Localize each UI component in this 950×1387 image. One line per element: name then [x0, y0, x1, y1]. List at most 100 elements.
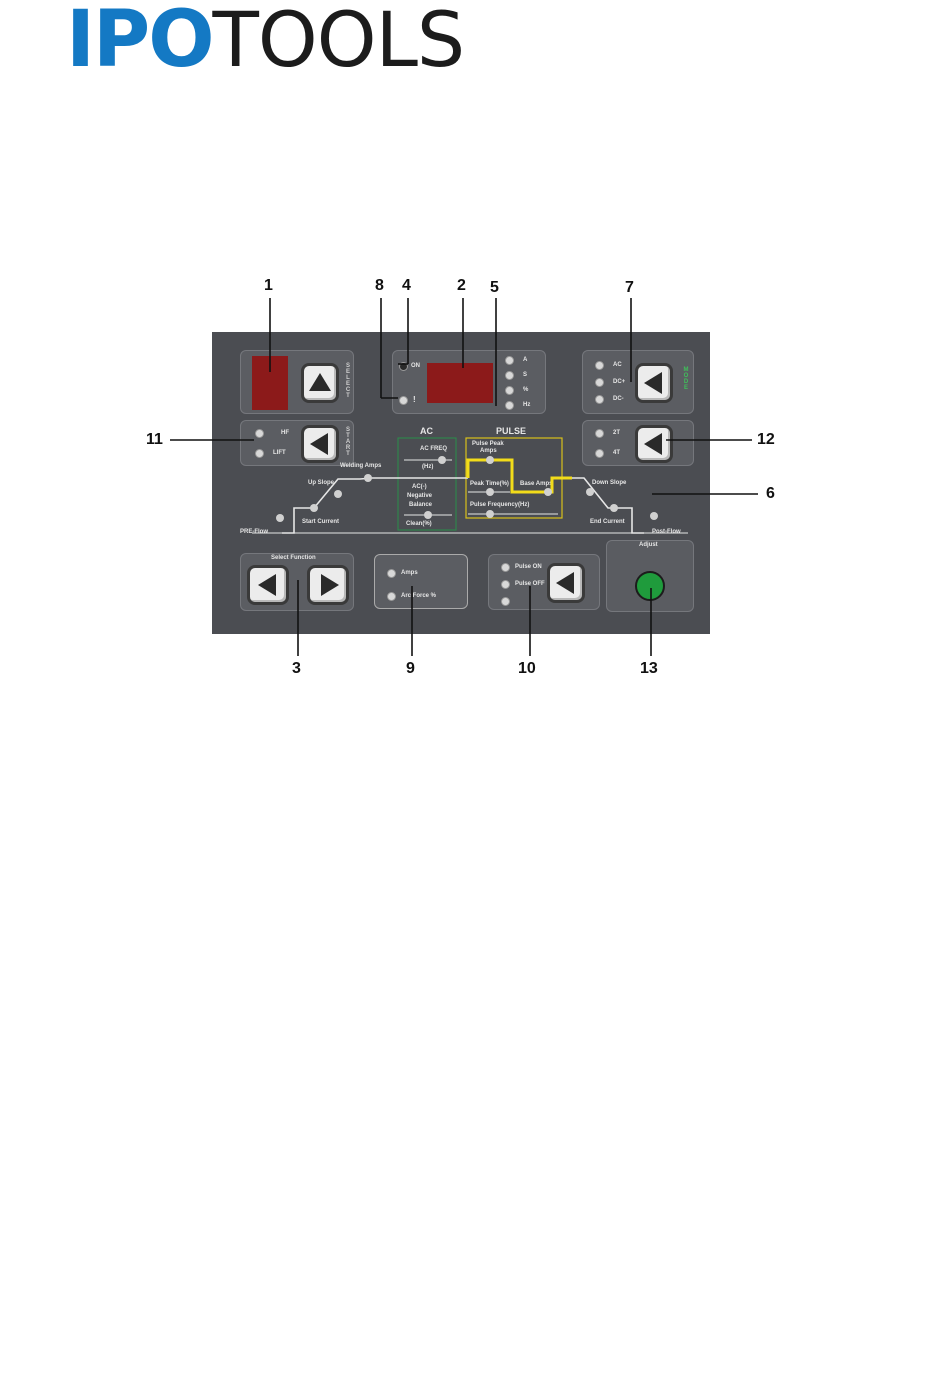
brand-logo-part2: TOOLS	[212, 0, 466, 84]
arrow-right-icon	[320, 574, 339, 596]
mode-led-ac	[595, 361, 604, 370]
pulse-button[interactable]	[547, 563, 585, 603]
callout-13: 13	[640, 660, 658, 677]
unit-led-a	[505, 356, 514, 365]
welding-cycle-diagram	[252, 437, 688, 534]
unit-label-hz: Hz	[523, 402, 531, 408]
main-display-module: ON ! A S % Hz	[392, 350, 546, 414]
start-module: HF LIFT START	[240, 420, 354, 466]
pulse-module: Pulse ON Pulse OFF	[488, 554, 600, 610]
mode-led-dc-plus	[595, 378, 604, 387]
arrow-left-icon	[643, 433, 662, 455]
select-button[interactable]	[301, 363, 339, 403]
arrow-left-icon	[257, 574, 276, 596]
start-vertical-label: START	[345, 427, 351, 457]
select-function-label: Select Function	[271, 555, 316, 561]
peak-time-label: Peak Time(%)	[470, 481, 509, 487]
callout-6: 6	[766, 485, 775, 502]
mma-led-amps	[387, 569, 396, 578]
power-on-label: ON	[411, 363, 420, 369]
trigger-led-2t	[595, 429, 604, 438]
ac-freq-label: AC FREQ	[420, 446, 447, 452]
callout-9: 9	[406, 660, 415, 677]
unit-led-hz	[505, 401, 514, 410]
unit-label-percent: %	[523, 387, 529, 393]
callout-10: 10	[518, 660, 536, 677]
balance-label-1: AC(-)	[412, 484, 427, 490]
trigger-label-2t: 2T	[613, 430, 621, 436]
warning-led	[399, 396, 408, 405]
mode-vertical-label: MODE	[683, 367, 689, 391]
mode-module: AC DC+ DC- MODE	[582, 350, 694, 414]
adjust-label: Adjust	[639, 542, 658, 548]
pulse-peak-label-2: Amps	[480, 448, 497, 454]
adjust-module: Adjust	[606, 540, 694, 612]
spot-led	[501, 597, 510, 606]
welding-amps-label: Welding Amps	[340, 463, 382, 469]
arrow-left-icon	[555, 572, 574, 594]
select-function-module: Select Function	[240, 553, 354, 611]
mma-led-arc-force	[387, 592, 396, 601]
arrow-left-icon	[643, 372, 662, 394]
callout-11: 11	[146, 431, 163, 448]
callout-2: 2	[457, 277, 466, 294]
pre-flow-label: PRE-Flow	[240, 529, 268, 535]
callout-7: 7	[625, 279, 634, 296]
callout-3: 3	[292, 660, 301, 677]
balance-label-2: Negative	[407, 493, 433, 499]
unit-label-s: S	[523, 372, 528, 378]
ac-heading: AC	[420, 426, 433, 436]
clean-label: Clean(%)	[406, 521, 432, 527]
pulse-off-label: Pulse OFF	[515, 581, 545, 587]
callout-4: 4	[402, 277, 411, 294]
select-vertical-label: SELECT	[345, 363, 351, 399]
previous-function-button[interactable]	[247, 565, 289, 605]
mode-button[interactable]	[635, 363, 673, 403]
mma-module: Amps Arc Force %	[374, 554, 468, 609]
unit-led-percent	[505, 386, 514, 395]
brand-logo-part1: IPO	[66, 0, 214, 85]
pulse-on-led	[501, 563, 510, 572]
power-on-led	[399, 362, 408, 371]
mode-label-dc-plus: DC+	[613, 379, 626, 385]
control-panel: SELECT ON ! A S % Hz AC DC+ DC- MODE HF …	[212, 332, 710, 634]
trigger-module: 2T 4T	[582, 420, 694, 466]
mode-label-ac: AC	[613, 362, 622, 368]
warning-icon: !	[413, 395, 416, 404]
unit-led-s	[505, 371, 514, 380]
ac-freq-hz-label: (Hz)	[422, 464, 434, 470]
callout-8: 8	[375, 277, 384, 294]
brand-logo: IPO TOOLS	[66, 0, 466, 85]
next-function-button[interactable]	[307, 565, 349, 605]
mma-label-arc-force: Arc Force %	[401, 593, 437, 599]
mma-label-amps: Amps	[401, 570, 418, 576]
arrow-left-icon	[309, 433, 328, 455]
start-mode-button[interactable]	[301, 425, 339, 463]
start-label-lift: LIFT	[273, 450, 286, 456]
balance-label-3: Balance	[409, 502, 433, 508]
pulse-off-led	[501, 580, 510, 589]
start-led-lift	[255, 449, 264, 458]
adjust-knob[interactable]	[635, 571, 665, 601]
end-current-label: End Current	[590, 519, 625, 525]
arrow-up-icon	[309, 372, 331, 391]
callout-12: 12	[757, 431, 775, 448]
post-flow-label: Post-Flow	[652, 529, 681, 535]
mode-led-dc-minus	[595, 395, 604, 404]
pulse-heading: PULSE	[496, 426, 527, 436]
down-slope-label: Down Slope	[592, 480, 627, 486]
pulse-frequency-label: Pulse Frequency(Hz)	[470, 502, 530, 508]
mode-label-dc-minus: DC-	[613, 396, 624, 402]
callout-1: 1	[264, 277, 273, 294]
pulse-on-label: Pulse ON	[515, 564, 542, 570]
callout-5: 5	[490, 279, 499, 296]
trigger-label-4t: 4T	[613, 450, 621, 456]
base-amps-label: Base Amps	[520, 481, 553, 487]
trigger-button[interactable]	[635, 425, 673, 463]
start-led-hf	[255, 429, 264, 438]
select-module: SELECT	[240, 350, 354, 414]
up-slope-label: Up Slope	[308, 480, 335, 486]
pulse-peak-label-1: Pulse Peak	[472, 441, 504, 447]
unit-label-a: A	[523, 357, 528, 363]
